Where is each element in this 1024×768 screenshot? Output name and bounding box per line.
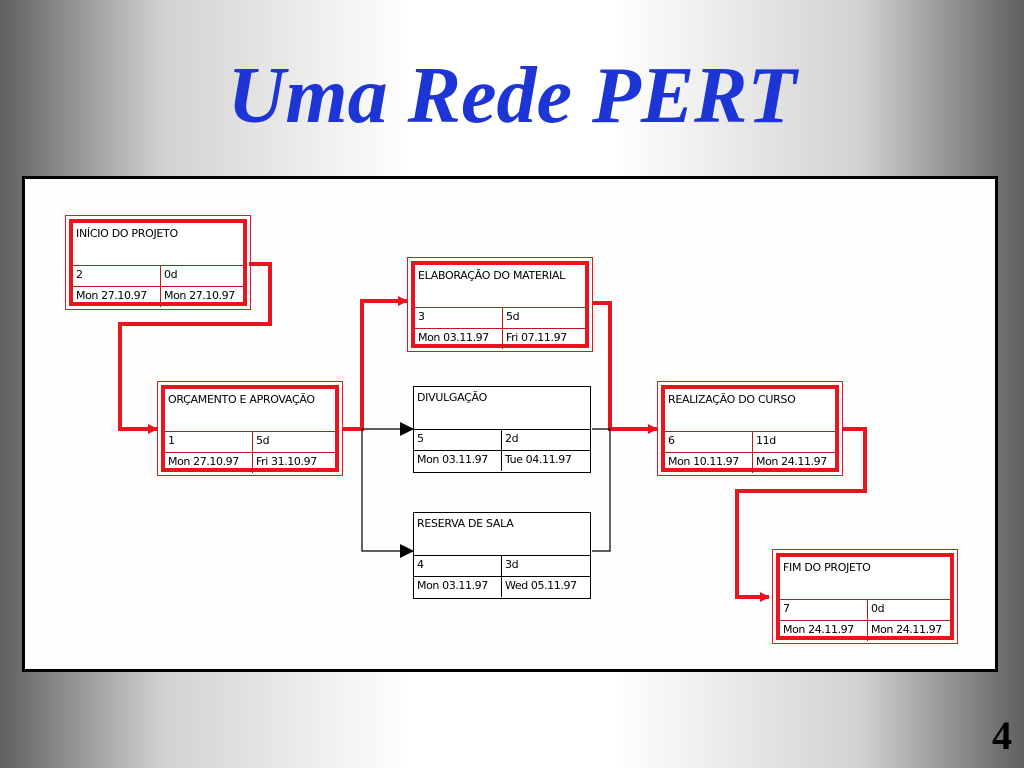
task-start: Mon 10.11.97 (668, 455, 739, 468)
link-realizacao-fim (735, 427, 867, 602)
task-name: INÍCIO DO PROJETO (76, 227, 178, 240)
task-start: Mon 24.11.97 (783, 623, 854, 636)
task-node-reserva[interactable]: RESERVA DE SALA 4 3d Mon 03.11.97 Wed 05… (413, 512, 591, 599)
slide-number: 4 (992, 713, 1012, 758)
task-id: 7 (783, 602, 790, 615)
task-name: ELABORAÇÃO DO MATERIAL (418, 269, 565, 282)
task-name: ORÇAMENTO E APROVAÇÃO (168, 393, 315, 406)
task-duration: 0d (164, 268, 178, 281)
task-start: Mon 03.11.97 (418, 331, 489, 344)
task-start: Mon 27.10.97 (168, 455, 239, 468)
task-node-orcamento[interactable]: ORÇAMENTO E APROVAÇÃO 1 5d Mon 27.10.97 … (157, 381, 343, 476)
task-duration: 5d (506, 310, 520, 323)
task-duration: 0d (871, 602, 885, 615)
task-node-elaboracao[interactable]: ELABORAÇÃO DO MATERIAL 3 5d Mon 03.11.97… (407, 257, 593, 352)
task-duration: 3d (505, 558, 519, 571)
task-id: 2 (76, 268, 83, 281)
task-start: Mon 27.10.97 (76, 289, 147, 302)
task-id: 3 (418, 310, 425, 323)
task-duration: 11d (756, 434, 776, 447)
task-start: Mon 03.11.97 (417, 579, 488, 592)
task-name: FIM DO PROJETO (783, 561, 871, 574)
task-duration: 2d (505, 432, 519, 445)
link-reserva-realizacao (592, 429, 611, 552)
task-node-realizacao[interactable]: REALIZAÇÃO DO CURSO 6 11d Mon 10.11.97 M… (657, 381, 843, 476)
task-finish: Mon 27.10.97 (164, 289, 235, 302)
task-finish: Fri 07.11.97 (506, 331, 567, 344)
task-finish: Tue 04.11.97 (505, 453, 572, 466)
task-id: 6 (668, 434, 675, 447)
dependency-links (118, 262, 867, 602)
task-duration: 5d (256, 434, 270, 447)
link-orcamento-reserva (361, 429, 414, 558)
task-node-inicio[interactable]: INÍCIO DO PROJETO 2 0d Mon 27.10.97 Mon … (65, 215, 251, 310)
link-orcamento-elaboracao (342, 296, 408, 431)
task-node-fim[interactable]: FIM DO PROJETO 7 0d Mon 24.11.97 Mon 24.… (772, 549, 958, 644)
task-name: DIVULGAÇÃO (417, 391, 487, 404)
slide-title: Uma Rede PERT (227, 52, 797, 140)
task-finish: Fri 31.10.97 (256, 455, 317, 468)
task-name: RESERVA DE SALA (417, 517, 514, 530)
task-id: 4 (417, 558, 424, 571)
task-id: 1 (168, 434, 175, 447)
task-finish: Mon 24.11.97 (871, 623, 942, 636)
task-finish: Mon 24.11.97 (756, 455, 827, 468)
pert-network-panel: INÍCIO DO PROJETO 2 0d Mon 27.10.97 Mon … (22, 176, 998, 672)
task-start: Mon 03.11.97 (417, 453, 488, 466)
task-id: 5 (417, 432, 424, 445)
link-elaboracao-realizacao (592, 301, 658, 434)
link-inicio-orcamento (118, 262, 272, 434)
task-finish: Wed 05.11.97 (505, 579, 577, 592)
task-node-divulgacao[interactable]: DIVULGAÇÃO 5 2d Mon 03.11.97 Tue 04.11.9… (413, 386, 591, 473)
task-name: REALIZAÇÃO DO CURSO (668, 393, 796, 406)
